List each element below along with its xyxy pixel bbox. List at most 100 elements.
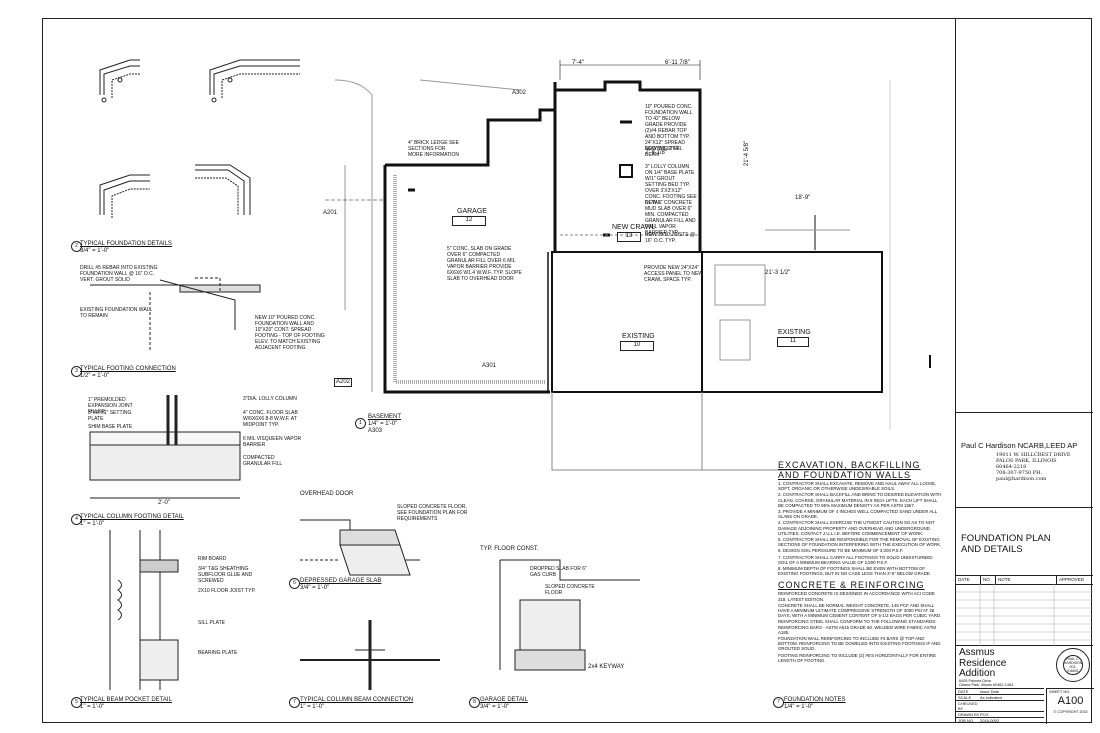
tb-project: Assmus Residence Addition 6405 Paloma Dr… <box>956 646 1094 724</box>
detail-4-dimension: 2'-0" <box>158 500 170 506</box>
concrete-notes-list: REINFORCED CONCRETE IS DESIGNED IN ACCOR… <box>778 591 943 663</box>
dimension-b: 6'-11 7/8" <box>665 60 690 66</box>
detail-3-name: Typical Footing Connection <box>80 366 176 372</box>
sheet-number-box: SHEET NO. A100 © COPYRIGHT 2015 <box>1046 688 1094 724</box>
dimension-a: 7'-4" <box>572 60 584 66</box>
sheathing-note: 3/4" T&G SHEATHING SUBFLOOR GLUE AND SCR… <box>198 566 253 584</box>
architect-email: paul@hardison.com <box>996 476 1047 482</box>
section-ref-a201: A201 <box>323 210 338 216</box>
detail-6-bubble: 6 <box>289 578 300 589</box>
dimension-d: 21'-3 1/2" <box>765 270 791 276</box>
excavation-note-2: 2. CONTRACTOR SHALL BACKFILL AND BRING T… <box>778 492 942 508</box>
section-ref-a302: A302 <box>512 90 527 96</box>
detail-7-name: Typical Column Beam Connection <box>300 697 414 703</box>
detail-4-title: 4 Typical Column Footing Detail 1" = 1'-… <box>71 514 184 528</box>
detail-7-bubble: 7 <box>289 697 300 708</box>
architect-address: 19011 W. HILLCREST DRIVE PALOS PARK, ILL… <box>961 452 1088 482</box>
access-panel-note: PROVIDE NEW 24"X24" ACCESS PANEL TO NEW … <box>644 265 703 283</box>
expansion-joint-note: 1" PREMOLDED EXPANSION JOINT FILLER <box>88 397 133 415</box>
column-footing-detail <box>89 395 241 499</box>
foundation-corner-detail-4 <box>195 164 251 215</box>
detail-6-scale: 3/4" = 1'-0" <box>300 585 330 591</box>
general-notes: Excavation, Backfilling and Foundation W… <box>778 460 943 663</box>
row-checked: CHECKED BY <box>956 700 1044 711</box>
concrete-note-5: FOOTING REINFORCING TO INCLUDE (2) #5'S … <box>778 652 937 663</box>
addr-line-1: 19011 W. HILLCREST DRIVE <box>996 452 1071 458</box>
detail-2-title: 2 Typical Foundation Details 3/4" = 1'-0… <box>71 241 172 255</box>
row-job: JOB NO.2016-0002 <box>956 717 1044 723</box>
floor-slab-note: 4" CONC. FLOOR SLAB W/6X6X6 8-8 W.W.F. A… <box>243 410 298 428</box>
addr-line-3: 60464-2218 <box>996 464 1027 470</box>
basement-plan-title: 1 BASEMENT 1/4" = 1'-0" A303 <box>355 414 402 435</box>
job-value: 2016-0002 <box>980 718 1000 723</box>
lolly-column-note: 3"DIA. LOLLY COLUMN <box>243 396 297 402</box>
revision-grid <box>956 584 1093 646</box>
detail-4-bubble: 4 <box>71 514 82 525</box>
garage-detail <box>499 559 640 671</box>
concrete-note-4: FOUNDATION WALL REINFORCING TO INCLUDE #… <box>778 636 941 652</box>
granular-fill-note: COMPACTED GRANULAR FILL <box>243 455 283 467</box>
rev-approved-header: APPROVED <box>1059 577 1085 582</box>
tb-revisions: DATE NO NOTE APPROVED <box>956 576 1093 646</box>
section-ref-a301: A301 <box>482 363 497 369</box>
section-ref-a202: A202 <box>334 378 353 387</box>
detail-5-title: 5 Typical Beam Pocket Detail 1" = 1'-0" <box>71 697 172 711</box>
foundation-notes-bubble: 7 <box>773 697 784 708</box>
foundation-corner-detail-3 <box>99 174 150 218</box>
concrete-heading: Concrete & Reinforcing <box>778 580 925 591</box>
room-garage-label: GARAGE <box>457 208 487 215</box>
shim-plate-note: SHIM BASE PLATE <box>88 424 133 430</box>
tb-blank-top <box>956 18 1093 413</box>
excavation-notes-list: 1. CONTRACTOR SHALL EXCAVATE, REMOVE AND… <box>778 481 943 576</box>
detail-3-scale: 1/2" = 1'-0" <box>80 373 110 379</box>
project-addr-1: 6405 Paloma Drive <box>959 679 992 683</box>
dimension-c: 21'-4 5/8" <box>744 140 751 167</box>
room-existing-10-number: 10 <box>620 341 654 351</box>
depressed-slab-detail <box>300 519 420 576</box>
detail-8-title: 8 Garage Detail 3/4" = 1'-0" <box>469 697 528 711</box>
floor-joist-note: 2X10 FLOOR JOIST TYP. <box>198 588 256 594</box>
basement-plan-scale: 1/4" = 1'-0" <box>368 421 398 427</box>
steel-beam-note: NEW W8 STEEL BEAM <box>645 146 683 158</box>
rev-note-header: NOTE <box>996 576 1057 584</box>
sloped-floor-note: SLOPED CONCRETE FLOOR, SEE FOUNDATION PL… <box>397 504 468 522</box>
detail-3-title: 3 Typical Footing Connection 1/2" = 1'-0… <box>71 366 176 380</box>
tb-sheet-title: FOUNDATION PLAN AND DETAILS <box>956 508 1093 576</box>
basement-plan-ref: A303 <box>368 428 383 434</box>
detail-7-title: 7 Typical Column Beam Connection 1" = 1'… <box>289 697 414 711</box>
brick-ledge-note: 4" BRICK LEDGE SEE SECTIONS FOR MORE INF… <box>408 140 460 158</box>
room-garage-number: 12 <box>452 216 486 226</box>
sloped-concrete-floor-note: SLOPED CONCRETE FLOOR <box>545 584 595 596</box>
copyright: © COPYRIGHT 2015 <box>1053 710 1088 714</box>
tb-architect: Paul C Hardison NCARB,LEED AP 19011 W. H… <box>956 413 1093 508</box>
beam-pocket-detail <box>109 530 179 690</box>
excavation-note-8: 8. MINIMUM DEPTH OF FOOTINGS SHALL BE EV… <box>778 566 932 577</box>
room-existing-11-label: EXISTING <box>778 329 811 336</box>
basement-plan-name: BASEMENT <box>368 414 402 420</box>
project-address: 6405 Paloma Drive Orland Park, Illinois … <box>959 679 1013 688</box>
setting-plate-note: 3"X6"X1" SETTING PLATE <box>88 410 132 422</box>
foundation-notes-name: Foundation Notes <box>784 697 846 703</box>
detail-5-name: Typical Beam Pocket Detail <box>80 697 172 703</box>
drill-rebar-note: DRILL #5 REBAR INTO EXISTING FOUNDATION … <box>80 265 158 283</box>
room-new-crawl-label: NEW CRAWL <box>612 224 656 231</box>
detail-6-title: 6 Depressed Garage Slab 3/4" = 1'-0" <box>289 578 382 592</box>
footing-connection-detail <box>90 277 261 350</box>
detail-7-scale: 1" = 1'-0" <box>300 704 325 710</box>
scale-label: SCALE <box>958 695 972 700</box>
concrete-note-1: REINFORCED CONCRETE IS DESIGNED IN ACCOR… <box>778 591 935 602</box>
basement-plan-bubble: 1 <box>355 418 366 429</box>
lolly-column-plan-note: 3" LOLLY COLUMN ON 1/4" BASE PLATE W/1" … <box>645 164 697 206</box>
title-block: Paul C Hardison NCARB,LEED AP 19011 W. H… <box>955 18 1094 724</box>
keyway-label: 2x4 KEYWAY <box>588 664 625 670</box>
excavation-note-6: 6. DESIGN SOIL PERSSURE TO BE MINIMUM OF… <box>778 548 904 554</box>
drawn-label: DRAWN BY <box>958 712 980 717</box>
detail-8-scale: 3/4" = 1'-0" <box>480 704 510 710</box>
detail-6-name: Depressed Garage Slab <box>300 578 382 584</box>
detail-8-bubble: 8 <box>469 697 480 708</box>
revisions-header: DATE NO NOTE APPROVED <box>956 576 1093 585</box>
rev-no-header: NO <box>981 576 996 584</box>
poured-wall-note: 10" POURED CONC. FOUNDATION WALL TO 42" … <box>645 104 693 152</box>
